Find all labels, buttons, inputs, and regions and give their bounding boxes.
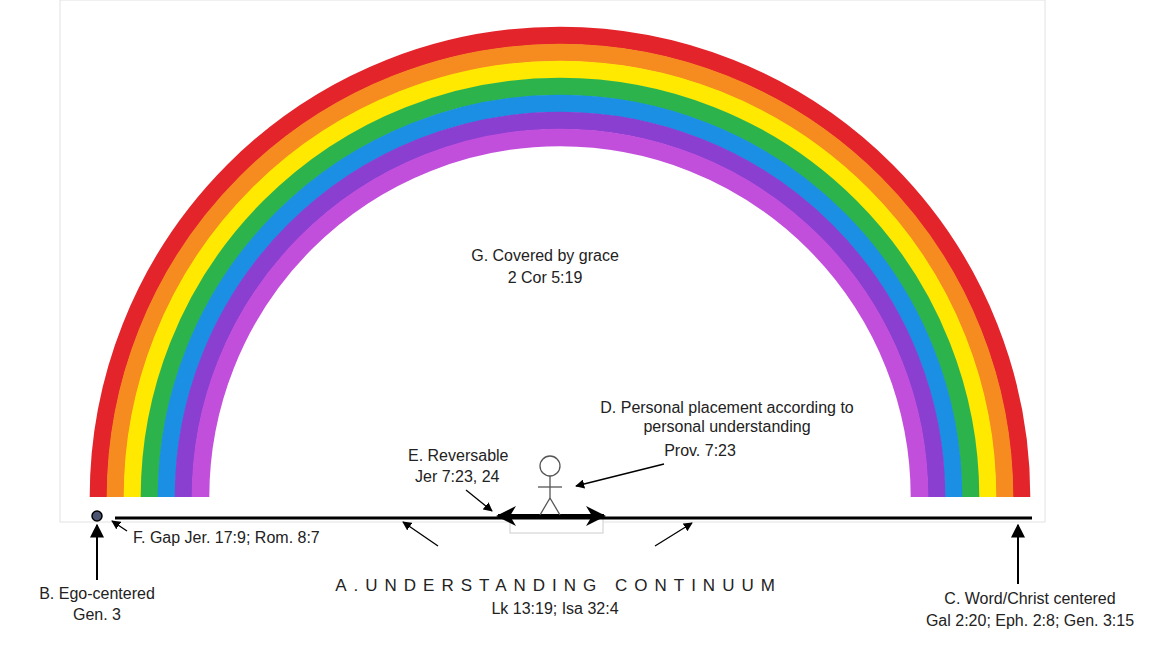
annotation-label: A.UNDERSTANDING CONTINUUM — [328, 576, 782, 595]
stick-figure — [538, 456, 562, 515]
annotation-label: Gen. 3 — [73, 605, 121, 624]
leader-arrow — [466, 490, 492, 511]
leader-arrow — [1017, 525, 1019, 584]
annotation-label: E. Reversable — [408, 446, 509, 465]
figure-base — [510, 518, 603, 533]
rainbow-band — [150, 87, 971, 497]
annotation-label: C. Word/Christ centered — [944, 589, 1115, 608]
leader-arrow — [96, 525, 98, 580]
annotation-label: 2 Cor 5:19 — [508, 268, 583, 287]
rainbow — [99, 36, 1022, 497]
annotation-label: G. Covered by grace — [471, 246, 619, 265]
annotation-label: Prov. 7:23 — [664, 441, 736, 460]
continuum-line — [115, 517, 1032, 520]
leader-arrow — [576, 464, 664, 486]
rainbow-band — [167, 103, 954, 497]
frame — [60, 0, 1045, 522]
leader-arrow — [655, 523, 692, 546]
reversible-arrow — [498, 514, 604, 518]
leader-arrow — [112, 521, 127, 531]
annotation-label: F. Gap Jer. 17:9; Rom. 8:7 — [133, 528, 320, 547]
annotation-label: Jer 7:23, 24 — [415, 467, 500, 486]
rainbow-band — [201, 138, 920, 497]
annotation-label: B. Ego-centered — [39, 584, 155, 603]
ego-dot — [92, 511, 102, 521]
leader-lines — [97, 464, 1018, 584]
rainbow-band — [133, 70, 988, 498]
rainbow-band — [99, 36, 1022, 497]
rainbow-band — [184, 120, 937, 497]
annotation-label: D. Personal placement according to perso… — [582, 398, 872, 436]
annotation-label: Lk 13:19; Isa 32:4 — [491, 599, 618, 618]
rainbow-band — [116, 53, 1005, 497]
annotation-label: Gal 2:20; Eph. 2:8; Gen. 3:15 — [926, 611, 1134, 630]
leader-arrow — [403, 522, 438, 546]
